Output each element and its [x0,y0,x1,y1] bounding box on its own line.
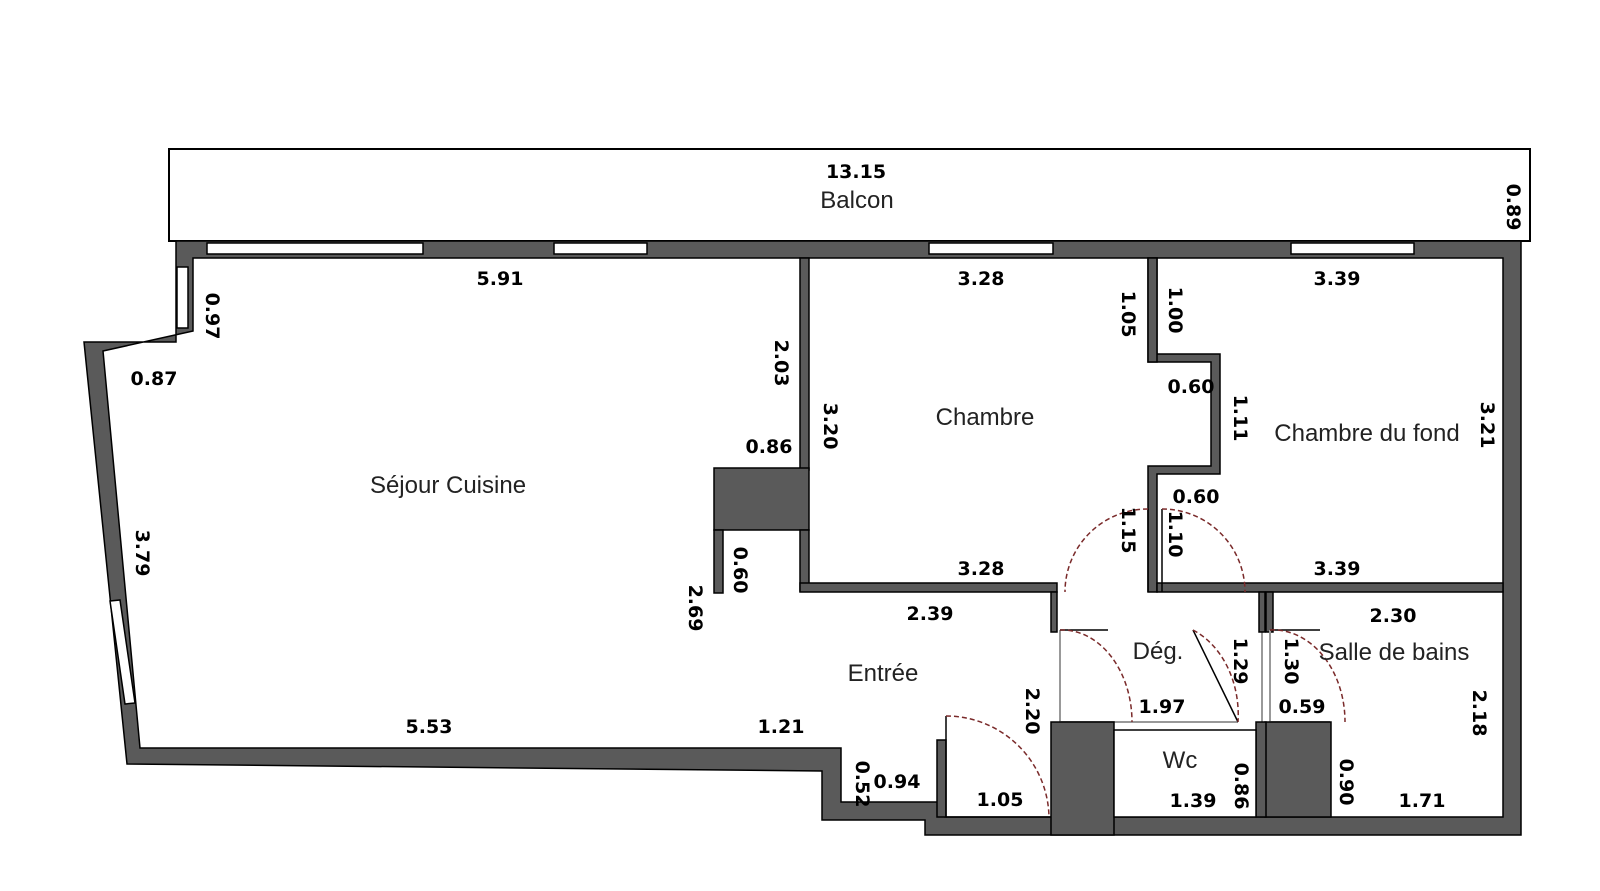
dim-sejour-nook: 0.97 [201,293,223,340]
dim-sejour-pillar: 0.86 [746,436,793,458]
dim-sejour-nook-w: 0.87 [131,368,178,390]
window-sejour-left [109,599,136,705]
room-label-chambre-fond: Chambre du fond [1274,420,1459,447]
dim-sdb-right: 2.18 [1468,690,1490,737]
dim-entree-bottom: 1.21 [758,716,805,738]
window-chambre-fond [1290,242,1415,255]
dim-sdb-bottom-left: 0.59 [1279,696,1326,718]
balcony-area [168,148,1531,242]
dim-fond-left-bottom: 1.10 [1164,511,1186,558]
dim-entree-step-w: 0.94 [874,771,921,793]
wall-sdb-lower-left [1264,721,1332,818]
dim-chambre-right-bottom: 1.15 [1117,507,1139,554]
wall-chambre-fond-left [1147,257,1158,363]
wall-wc-right [1255,721,1267,818]
dim-fond-step-bottom: 0.60 [1173,486,1220,508]
window-sejour-2 [553,242,648,255]
dim-sejour-bottom: 5.53 [406,716,453,738]
dim-balcon-width: 13.15 [826,161,886,183]
wall-deg-left [1050,591,1058,633]
dim-fond-right: 3.21 [1476,402,1498,449]
window-sejour-1 [206,242,424,255]
dim-fond-step-top: 0.60 [1168,376,1215,398]
wall-deg-right [1258,591,1266,633]
dim-entree-step: 0.52 [851,761,873,808]
wall-entree-chambre-lower [799,529,810,592]
dim-sejour-right-top: 2.03 [770,340,792,387]
dim-chambre-bottom: 3.28 [958,558,1005,580]
dim-entree-top: 2.39 [907,603,954,625]
door-leaf-wc [1192,629,1239,723]
window-nook [176,266,189,329]
dim-sejour-left: 3.79 [131,530,153,577]
dim-wc-right: 0.86 [1230,763,1252,810]
dim-fond-bottom: 3.39 [1314,558,1361,580]
wall-chambre-bottom [799,582,1058,593]
door-swing-deg [1059,629,1133,723]
door-swing-sdb [1269,629,1346,723]
exterior-wall [83,240,1522,836]
wall-sejour-stub [713,529,724,594]
room-label-deg: Dég. [1133,638,1184,665]
room-label-balcon: Balcon [820,187,893,214]
door-swing-wc [1192,629,1239,723]
room-label-salle-bains: Salle de bains [1319,639,1470,666]
room-label-entree: Entrée [848,660,919,687]
dim-chambre-left: 3.20 [819,403,841,450]
dim-sdb-left: 1.30 [1280,638,1302,685]
door-swing-entrance [945,715,1050,818]
dim-sejour-top: 5.91 [477,268,524,290]
wall-entree-door-left [936,739,947,818]
dim-entree-right: 2.20 [1021,688,1043,735]
dim-fond-left-top: 1.00 [1164,287,1186,334]
dim-deg-right: 1.29 [1229,638,1251,685]
wall-fond-bottom [1156,582,1504,593]
dim-fond-top: 3.39 [1314,268,1361,290]
wall-wc-left [1050,721,1115,836]
dim-fond-step: 1.11 [1229,395,1251,442]
door-swing-chambre [1064,508,1149,593]
dim-chambre-top: 3.28 [958,268,1005,290]
dim-wc-bottom: 1.39 [1170,790,1217,812]
dim-balcon-depth: 0.89 [1502,184,1524,231]
dim-entree-door: 1.05 [977,789,1024,811]
window-chambre [928,242,1054,255]
pillar-sejour [713,467,810,531]
wall-sdb-left [1265,591,1274,633]
wall-sejour-chambre [799,257,810,471]
dim-deg-bottom: 1.97 [1139,696,1186,718]
dim-chambre-right-top: 1.05 [1117,291,1139,338]
room-label-chambre: Chambre [936,404,1035,431]
room-label-sejour: Séjour Cuisine [370,472,526,499]
dim-sejour-right: 2.69 [684,585,706,632]
dim-sejour-pillar-gap: 0.60 [729,547,751,594]
dim-sdb-top: 2.30 [1370,605,1417,627]
door-swing-fond [1161,508,1246,593]
room-label-wc: Wc [1163,747,1198,774]
dim-sdb-lower-left: 0.90 [1335,759,1357,806]
wc-room [1113,729,1257,818]
dim-sdb-bottom: 1.71 [1399,790,1446,812]
